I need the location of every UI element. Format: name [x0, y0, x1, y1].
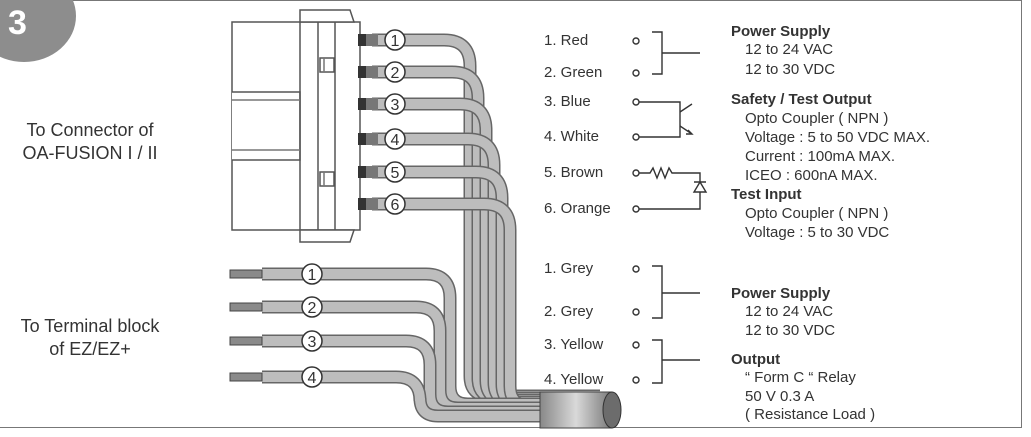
pin-terminal [358, 166, 366, 178]
resistor-symbol [639, 166, 701, 182]
stripped-lead [229, 302, 263, 312]
transistor-symbol [679, 103, 694, 135]
terminal-label-line2: of EZ/EZ+ [49, 339, 131, 359]
pin-terminal [358, 34, 366, 46]
output-line: ( Resistance Load ) [745, 406, 876, 423]
cable-end [602, 391, 622, 429]
pin-circle [384, 29, 406, 51]
power-bracket [652, 31, 700, 75]
pin-circle [301, 330, 323, 352]
pin-circle [301, 296, 323, 318]
diagram-frame [0, 0, 1022, 428]
pin-circle [384, 93, 406, 115]
power-supply-1-line: 12 to 24 VAC [745, 41, 834, 58]
pin-sleeve [366, 198, 378, 210]
pin-circle [384, 61, 406, 83]
test-input-line: Voltage : 5 to 30 VDC [745, 224, 890, 241]
pin-number: 2 [308, 300, 317, 317]
cable-jacket [539, 391, 613, 429]
pin-circle [384, 161, 406, 183]
power-supply-2-title: Power Supply [731, 285, 831, 302]
lower-wire-label: 4. Yellow [544, 371, 604, 388]
pin-circle [301, 366, 323, 388]
power-supply-1-line: 12 to 30 VDC [745, 61, 836, 78]
terminal-label: To Terminal block of EZ/EZ+ [0, 315, 180, 361]
pin-terminal [358, 133, 366, 145]
connector-label-line2: OA-FUSION I / II [22, 143, 158, 163]
pin-number: 1 [308, 267, 317, 284]
safety-output-line: Voltage : 5 to 50 VDC MAX. [745, 129, 931, 146]
pin-sleeve [366, 133, 378, 145]
stripped-lead [229, 336, 263, 346]
terminal-dot [632, 205, 640, 213]
terminal-dot [632, 376, 640, 384]
output-title: Output [731, 351, 781, 368]
power-supply-2-line: 12 to 24 VAC [745, 303, 834, 320]
upper-wire-label: 2. Green [544, 64, 603, 81]
upper-wire-label: 4. White [544, 128, 600, 145]
pin-number: 3 [308, 334, 317, 351]
lower-wire-label: 2. Grey [544, 303, 594, 320]
upper-wire-label: 3. Blue [544, 93, 591, 110]
output-line: 50 V 0.3 A [745, 388, 815, 405]
connector-label-line1: To Connector of [26, 120, 154, 140]
terminal-dot [632, 98, 640, 106]
terminal-dot [632, 133, 640, 141]
lower-wire-label: 3. Yellow [544, 336, 604, 353]
pin-circle [301, 263, 323, 285]
stripped-lead [229, 372, 263, 382]
output-bracket [652, 339, 700, 384]
pin-circle [384, 193, 406, 215]
wire [262, 372, 600, 421]
terminal-dot [632, 169, 640, 177]
safety-output-line: Current : 100mA MAX. [745, 148, 896, 165]
power-bracket-2 [652, 265, 700, 319]
power-supply-1-title: Power Supply [731, 23, 831, 40]
terminal-label-line1: To Terminal block [20, 316, 160, 336]
pin-number: 5 [391, 165, 400, 182]
upper-wire-label: 5. Brown [544, 164, 604, 181]
pin-sleeve [366, 34, 378, 46]
pin-number: 3 [391, 97, 400, 114]
upper-wire-label: 1. Red [544, 32, 589, 49]
pin-number: 2 [391, 65, 400, 82]
terminal-dot [632, 69, 640, 77]
pin-sleeve [366, 166, 378, 178]
power-supply-2-line: 12 to 30 VDC [745, 322, 836, 339]
connector-housing [231, 9, 361, 243]
terminal-dot [632, 341, 640, 349]
transistor-lead [639, 101, 681, 138]
pin-number: 4 [308, 370, 317, 387]
upper-wire-label: 6. Orange [544, 200, 611, 217]
lower-wire-label: 1. Grey [544, 260, 594, 277]
terminal-dot [632, 308, 640, 316]
stripped-lead [229, 269, 263, 279]
pin-terminal [358, 66, 366, 78]
pin-terminal [358, 98, 366, 110]
diode-symbol [639, 180, 708, 210]
terminal-dot [632, 37, 640, 45]
pin-number: 4 [391, 132, 400, 149]
safety-output-line: ICEO : 600nA MAX. [745, 167, 878, 184]
output-line: “ Form C “ Relay [745, 369, 856, 386]
pin-terminal [358, 198, 366, 210]
test-input-line: Opto Coupler ( NPN ) [745, 205, 889, 222]
test-input-title: Test Input [731, 186, 802, 203]
safety-output-line: Opto Coupler ( NPN ) [745, 110, 889, 127]
pin-sleeve [366, 98, 378, 110]
safety-output-title: Safety / Test Output [731, 91, 872, 108]
pin-sleeve [366, 66, 378, 78]
pin-number: 1 [391, 33, 400, 50]
step-number: 3 [8, 4, 27, 42]
switch-symbols [632, 31, 708, 384]
pin-circle [384, 128, 406, 150]
terminal-dot [632, 265, 640, 273]
pin-number: 6 [391, 197, 400, 214]
wire-group: 1 2 3 4 5 6 1 2 3 4 [229, 29, 622, 429]
connector-label: To Connector of OA-FUSION I / II [0, 119, 180, 165]
